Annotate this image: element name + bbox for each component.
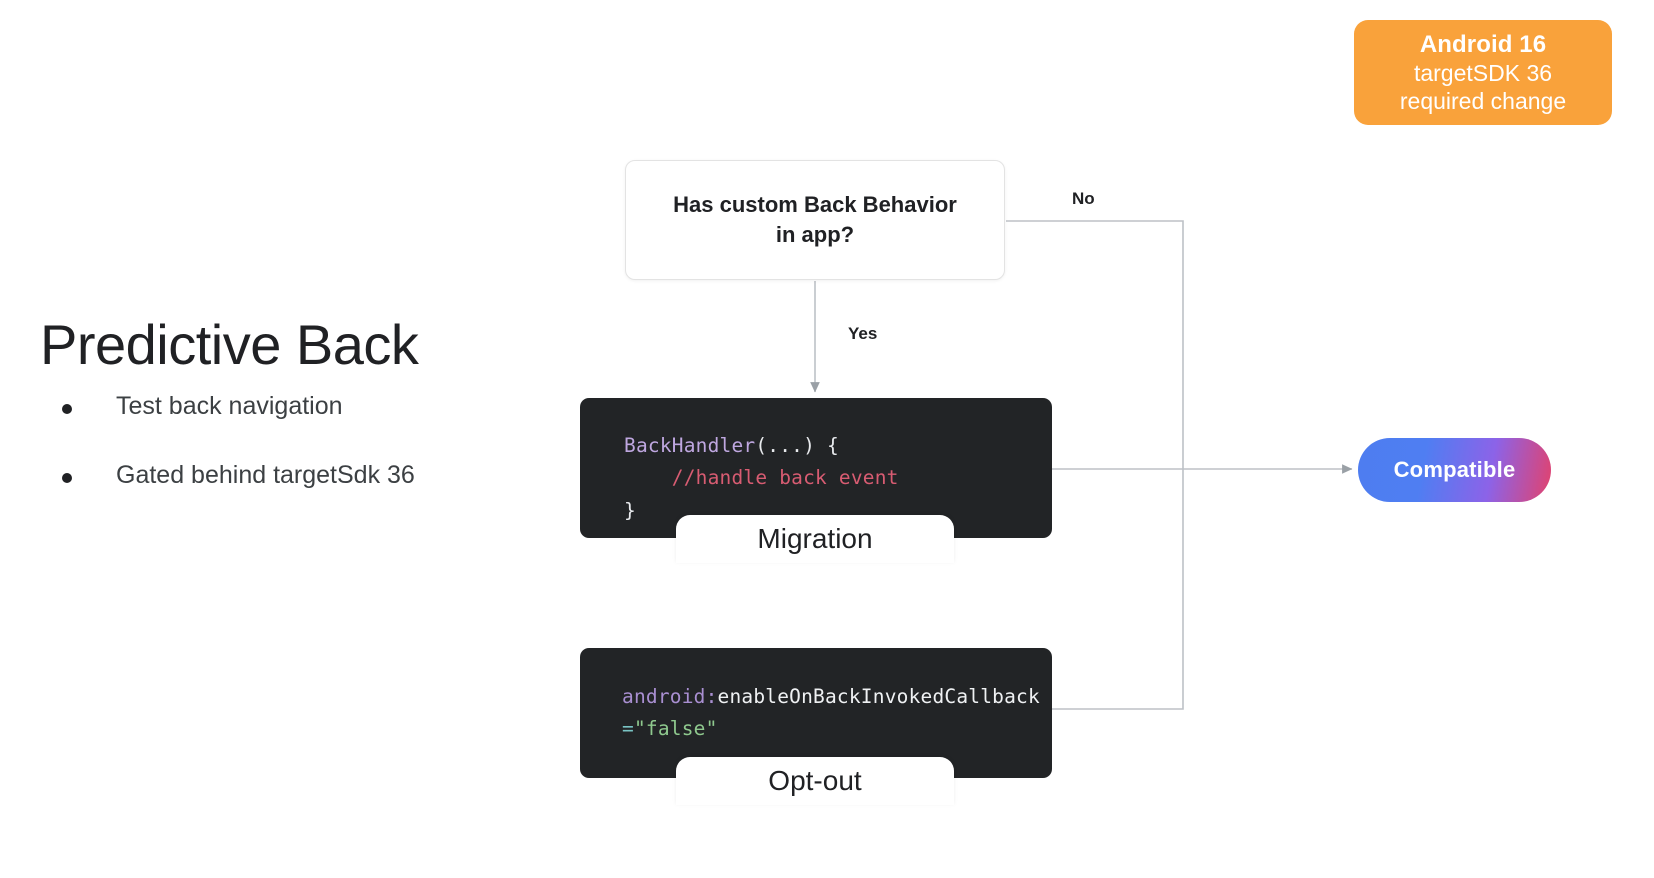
code-token-android-ns: android: [622,685,718,708]
code-token-equals: = [622,717,634,741]
edge-label-yes: Yes [848,324,878,343]
code-token-backhandler: BackHandler [624,434,756,457]
list-item: Gated behind targetSdk 36 [62,461,582,490]
bullet-text: Test back navigation [116,392,343,420]
bullet-dot-icon [62,404,72,414]
code-token-parens: (...) { [755,434,839,457]
code-label-optout: Opt-out [676,757,954,805]
code-block-migration: BackHandler(...) { //handle back event } [580,398,1052,538]
code-label-migration: Migration [676,515,954,563]
badge-line-android-version: Android 16 [1419,30,1547,58]
decision-box-text: Has custom Back Behavior in app? [649,190,981,251]
page-title: Predictive Back [40,313,419,376]
bullet-list: Test back navigation Gated behind target… [62,392,582,530]
decision-box: Has custom Back Behavior in app? [625,160,1005,280]
code-token-attr-name: enableOnBackInvokedCallback [717,685,1040,708]
code-token-close-brace: } [624,498,636,522]
code-token-false-value: "false" [633,717,718,741]
outcome-pill-label: Compatible [1393,457,1516,482]
list-item: Test back navigation [62,392,582,421]
badge-line-target-sdk: targetSDK 36 [1413,60,1553,87]
decision-line-1: Has custom Back Behavior [673,191,957,217]
decision-line-2: in app? [775,222,855,247]
edge-label-no: No [1072,189,1095,208]
bullet-text: Gated behind targetSdk 36 [116,461,415,489]
code-token-comment: //handle back event [624,466,899,490]
outcome-pill-compatible: Compatible [1358,438,1551,502]
required-change-badge: Android 16 targetSDK 36 required change [1354,20,1612,125]
badge-line-required-change: required change [1399,88,1567,115]
bullet-dot-icon [62,473,72,483]
code-block-optout: android:enableOnBackInvokedCallback ="fa… [580,648,1052,778]
